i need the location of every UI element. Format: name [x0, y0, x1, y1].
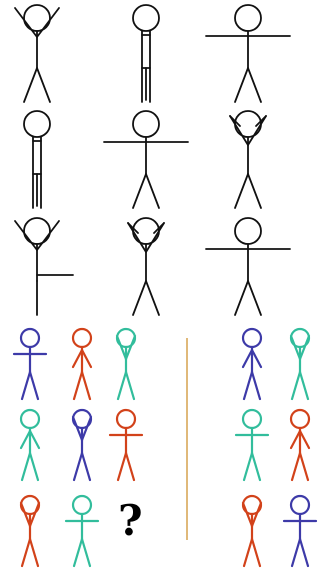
black-stick-figure-arms-up-one-leg-sideways [15, 218, 73, 315]
black-stick-figure-arms-up-to-head [128, 218, 164, 315]
black-stick-figure-arms-up-to-head [230, 111, 266, 208]
orange-stick-figure-arms-to-head [21, 496, 39, 566]
option-orange-stick-figure-arms-down [291, 410, 309, 480]
orange-stick-figure-arms-horizontal [110, 410, 142, 480]
black-stick-figure-arms-horizontal [104, 111, 188, 208]
option-teal-stick-figure-arms-to-head [291, 329, 309, 399]
black-figure-grid [15, 5, 290, 315]
option-orange-stick-figure-arms-to-head [243, 496, 261, 566]
orange-stick-figure-arms-down [73, 329, 91, 399]
black-stick-figure-arms-horizontal [206, 218, 290, 315]
option-blue-stick-figure-arms-horizontal [284, 496, 316, 566]
teal-stick-figure-arms-to-head [117, 329, 135, 399]
black-stick-figure-arms-down-pants [24, 111, 50, 208]
option-teal-stick-figure-arms-horizontal [236, 410, 268, 480]
answer-options [236, 329, 316, 566]
teal-stick-figure-arms-down [21, 410, 39, 480]
option-blue-stick-figure-arms-down [243, 329, 261, 399]
question-mark: ? [118, 500, 143, 542]
black-stick-figure-arms-horizontal [206, 5, 290, 102]
black-stick-figure-arms-down-pants [133, 5, 159, 102]
blue-stick-figure-arms-horizontal [14, 329, 46, 399]
black-stick-figure-arms-up-vee [15, 5, 59, 102]
teal-stick-figure-arms-horizontal [66, 496, 98, 566]
blue-stick-figure-arms-to-head [73, 410, 91, 480]
